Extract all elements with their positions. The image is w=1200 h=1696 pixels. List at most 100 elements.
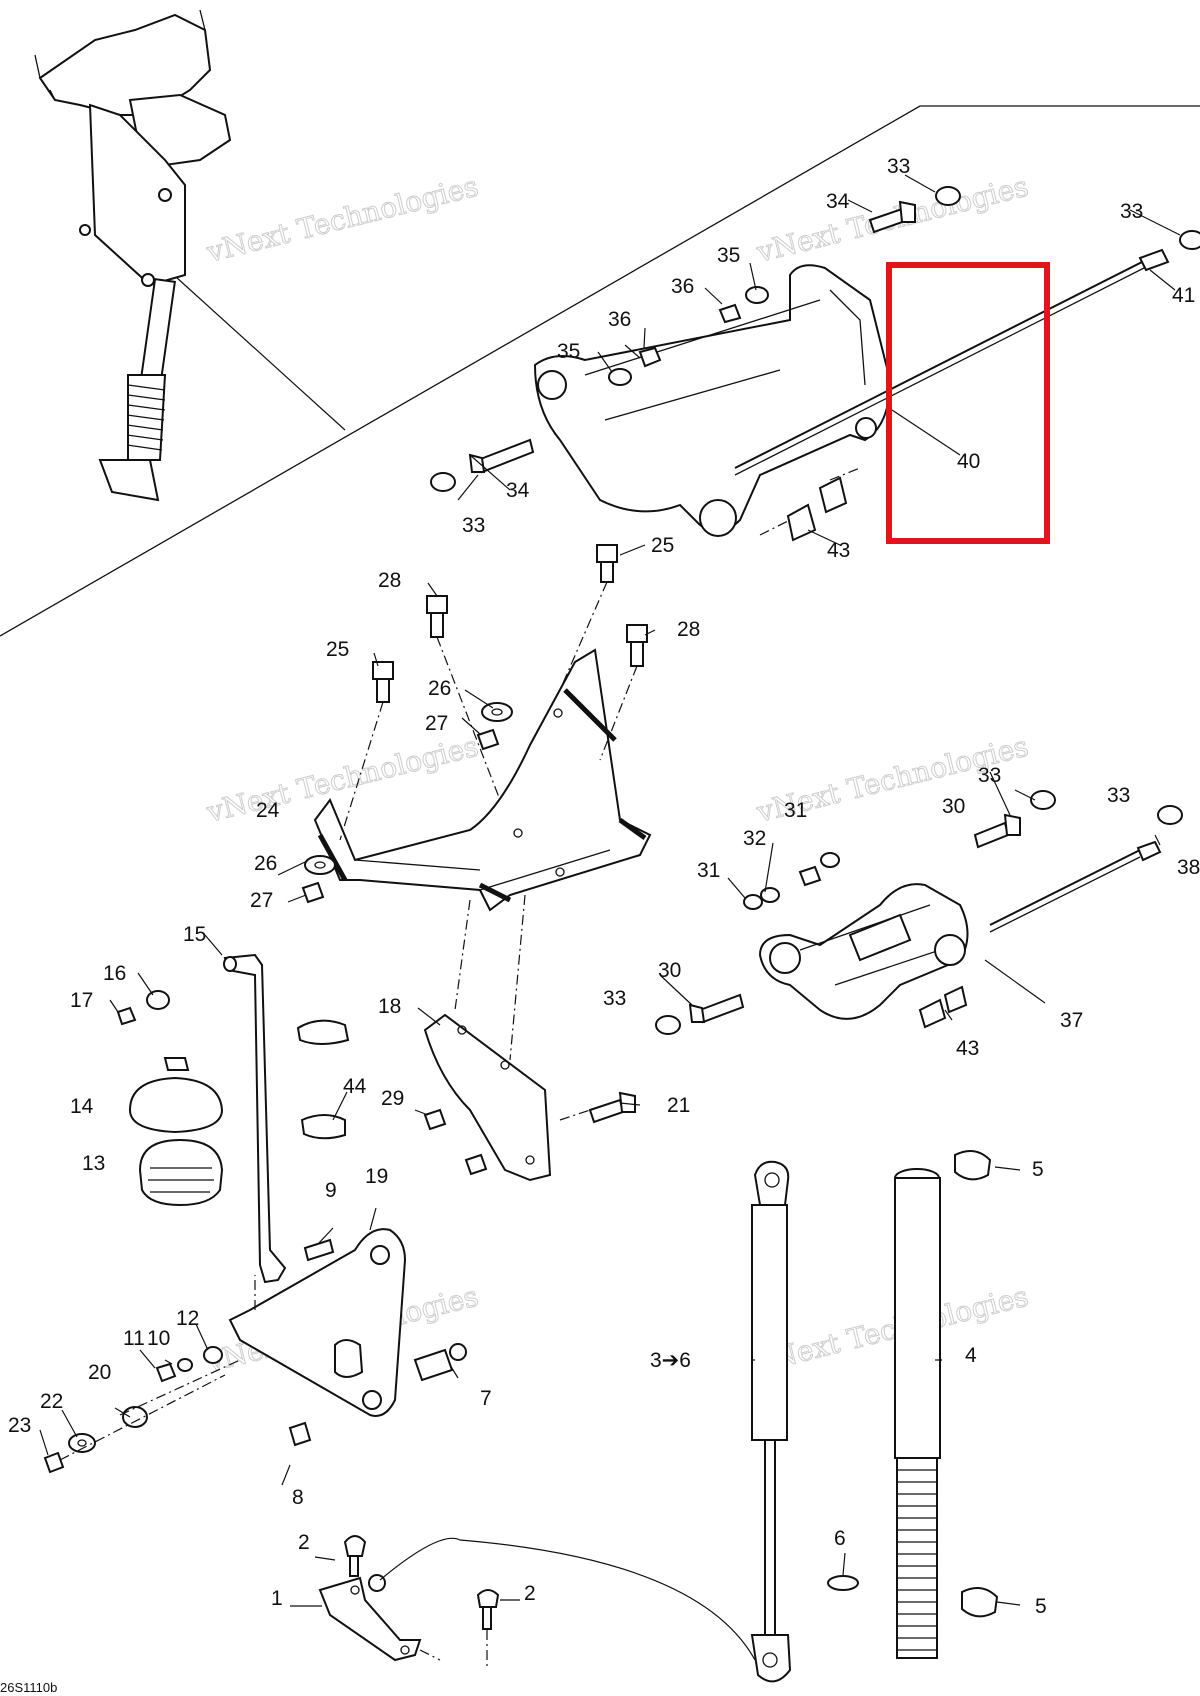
callout-26: 26 (254, 852, 277, 875)
nut-29 (423, 1108, 447, 1131)
clamp-5 (961, 1587, 999, 1618)
callout-22: 22 (40, 1390, 63, 1413)
ball-joint-7 (413, 1348, 454, 1382)
bolt-30 (973, 821, 1010, 849)
boot-13 (138, 1138, 224, 1207)
bolt-21 (588, 1098, 625, 1124)
washer-10 (177, 1358, 193, 1372)
bolt-34 (476, 438, 535, 474)
callout-33: 33 (978, 764, 1001, 787)
callout-38: 38 (1177, 856, 1200, 879)
callout-14: 14 (70, 1095, 94, 1118)
callout-30: 30 (658, 959, 681, 982)
callout-28: 28 (378, 569, 401, 592)
swing-arm-lower (758, 840, 1162, 1020)
callout-29: 29 (381, 1087, 404, 1110)
clamp-14 (128, 1076, 224, 1134)
washer-31 (820, 852, 840, 868)
callouts: 33 34 33 41 35 36 36 35 34 33 40 43 25 2… (8, 155, 1200, 1618)
callout-1: 1 (271, 1587, 283, 1610)
callout-3-to-6: 3➔6 (650, 1349, 691, 1372)
nut-11 (155, 1362, 177, 1383)
callout-26: 26 (428, 677, 451, 700)
screw-2 (343, 1535, 367, 1557)
bushing-33 (1030, 790, 1056, 810)
callout-33: 33 (1120, 200, 1143, 223)
watermark: vNext Technologies (203, 729, 482, 829)
gas-strut (750, 1160, 792, 1683)
washer-31 (743, 894, 763, 910)
callout-7: 7 (480, 1387, 492, 1410)
bushing-33 (935, 186, 961, 206)
lower-arm-hardware (655, 790, 1183, 1035)
drawing-code: 26S1110b (0, 1680, 57, 1695)
callout-33: 33 (603, 987, 626, 1010)
swing-arm-upper (533, 248, 1170, 537)
callout-40: 40 (957, 450, 980, 473)
spacer-43 (943, 985, 968, 1014)
shock-absorber (827, 1150, 999, 1659)
clamp-5 (954, 1150, 992, 1181)
washer-26 (304, 855, 336, 875)
bolt-30 (698, 993, 745, 1024)
washer-35 (608, 368, 632, 386)
callout-27: 27 (425, 712, 448, 735)
callout-10: 10 (147, 1327, 170, 1350)
bracket-hardware (301, 544, 648, 904)
mounting-bracket (313, 648, 652, 912)
callout-31: 31 (784, 799, 807, 822)
spring (126, 384, 166, 451)
callout-11: 11 (123, 1327, 145, 1350)
callout-8: 8 (292, 1486, 304, 1509)
callout-2: 2 (524, 1582, 536, 1605)
watermark: vNext Technologies (753, 1279, 1032, 1379)
callout-31: 31 (697, 859, 720, 882)
bolt-9 (303, 1238, 335, 1262)
bolt-25 (596, 544, 618, 563)
washer-16 (146, 990, 170, 1010)
callout-15: 15 (183, 923, 206, 946)
callout-33: 33 (887, 155, 910, 178)
callout-35: 35 (557, 340, 580, 363)
callout-21: 21 (667, 1094, 690, 1117)
callout-44: 44 (343, 1075, 367, 1098)
callout-5: 5 (1035, 1595, 1047, 1618)
callout-43: 43 (827, 539, 850, 562)
callout-20: 20 (88, 1361, 111, 1384)
callout-35: 35 (717, 244, 740, 267)
bushing-33 (430, 472, 456, 492)
washer-32 (760, 887, 780, 903)
nut-27 (301, 881, 325, 904)
highlight-box (886, 262, 1050, 544)
bolt-28 (426, 595, 448, 614)
bracket-19 (43, 1228, 467, 1474)
callout-36: 36 (608, 308, 631, 331)
callout-4: 4 (965, 1344, 977, 1367)
callout-25: 25 (326, 638, 349, 661)
upper-hardware (430, 186, 1200, 542)
screw-2 (476, 1589, 500, 1608)
callout-6: 6 (834, 1527, 846, 1550)
washer-6 (827, 1575, 859, 1591)
callout-43: 43 (956, 1037, 979, 1060)
watermark: vNext Technologies (203, 169, 482, 269)
callout-13: 13 (82, 1152, 105, 1175)
callout-41: 41 (1172, 284, 1195, 307)
callout-23: 23 (8, 1414, 31, 1437)
callout-24: 24 (256, 799, 280, 822)
bolt-25 (372, 661, 394, 680)
callout-33: 33 (462, 514, 485, 537)
callout-17: 17 (70, 989, 93, 1012)
washer-22 (68, 1433, 96, 1453)
bottom-mount (318, 1535, 756, 1670)
clamp-44 (300, 1114, 346, 1140)
washer-26 (481, 702, 513, 722)
nut-29 (464, 1153, 488, 1176)
assembly-inset (34, 9, 232, 502)
callout-5: 5 (1032, 1158, 1044, 1181)
callout-27: 27 (250, 889, 273, 912)
bracket-18 (423, 894, 636, 1182)
bolt-28 (626, 624, 648, 643)
callout-34: 34 (506, 479, 530, 502)
